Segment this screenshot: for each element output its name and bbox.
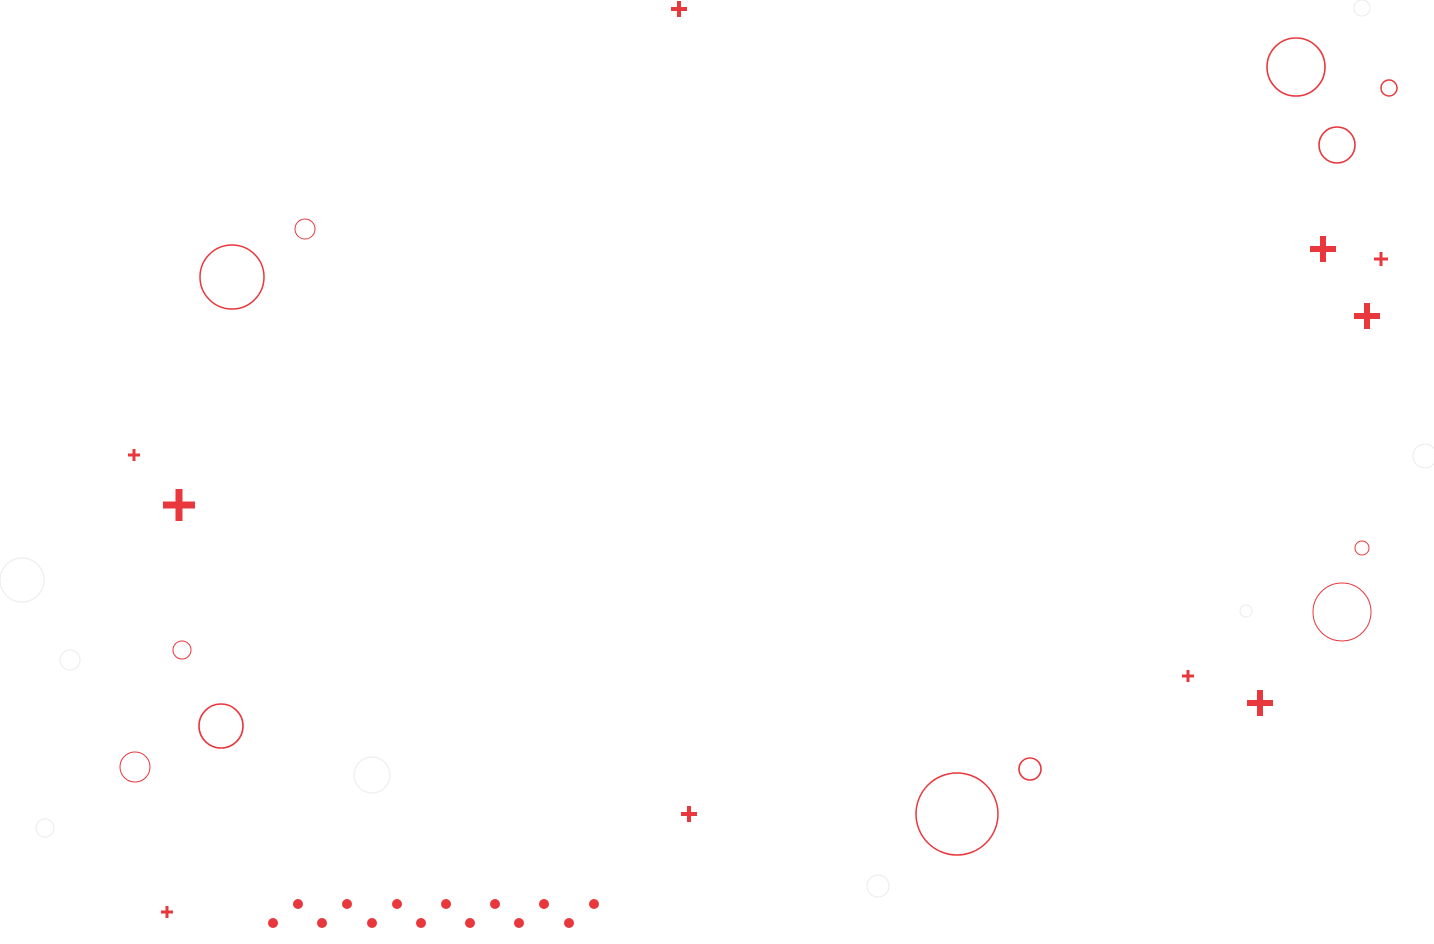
faint-ring-icon: [353, 756, 391, 794]
faint-ring-icon: [59, 649, 81, 671]
plus-icon: [128, 449, 140, 461]
dot-icon: [465, 918, 475, 928]
ring-icon: [199, 244, 265, 310]
plus-icon: [1247, 690, 1273, 716]
dot-icon: [514, 918, 524, 928]
dot-icon: [441, 899, 451, 909]
ring-icon: [1312, 582, 1372, 642]
plus-icon: [1182, 670, 1194, 682]
ring-icon: [1318, 126, 1356, 164]
dot-icon: [490, 899, 500, 909]
faint-ring-icon: [1239, 604, 1253, 618]
ring-icon: [1380, 79, 1398, 97]
ring-icon: [294, 218, 316, 240]
faint-ring-icon: [866, 874, 890, 898]
dot-group: [268, 899, 599, 928]
dot-icon: [317, 918, 327, 928]
dot-icon: [342, 899, 352, 909]
faint-ring-icon: [1412, 443, 1434, 469]
plus-icon: [671, 1, 687, 17]
dot-icon: [589, 899, 599, 909]
ring-icon: [915, 772, 999, 856]
ring-icon: [1354, 540, 1370, 556]
plus-icon: [1374, 252, 1388, 266]
faint-ring-icon: [0, 557, 45, 603]
dot-icon: [392, 899, 402, 909]
ring-icon: [119, 751, 151, 783]
plus-group: [128, 1, 1388, 918]
ring-icon: [1018, 757, 1042, 781]
plus-icon: [1310, 236, 1336, 262]
dot-icon: [367, 918, 377, 928]
ring-group: [119, 37, 1398, 856]
dot-icon: [293, 899, 303, 909]
ring-icon: [198, 703, 244, 749]
dot-icon: [416, 918, 426, 928]
dot-icon: [564, 918, 574, 928]
dot-icon: [539, 899, 549, 909]
ring-icon: [1266, 37, 1326, 97]
dot-icon: [268, 918, 278, 928]
plus-icon: [161, 906, 173, 918]
faint-ring-icon: [35, 818, 55, 838]
plus-icon: [163, 489, 195, 521]
plus-icon: [681, 806, 697, 822]
faint-ring-icon: [1353, 0, 1371, 17]
ring-icon: [172, 640, 192, 660]
plus-icon: [1354, 303, 1380, 329]
faint-ring-group: [0, 0, 1434, 898]
